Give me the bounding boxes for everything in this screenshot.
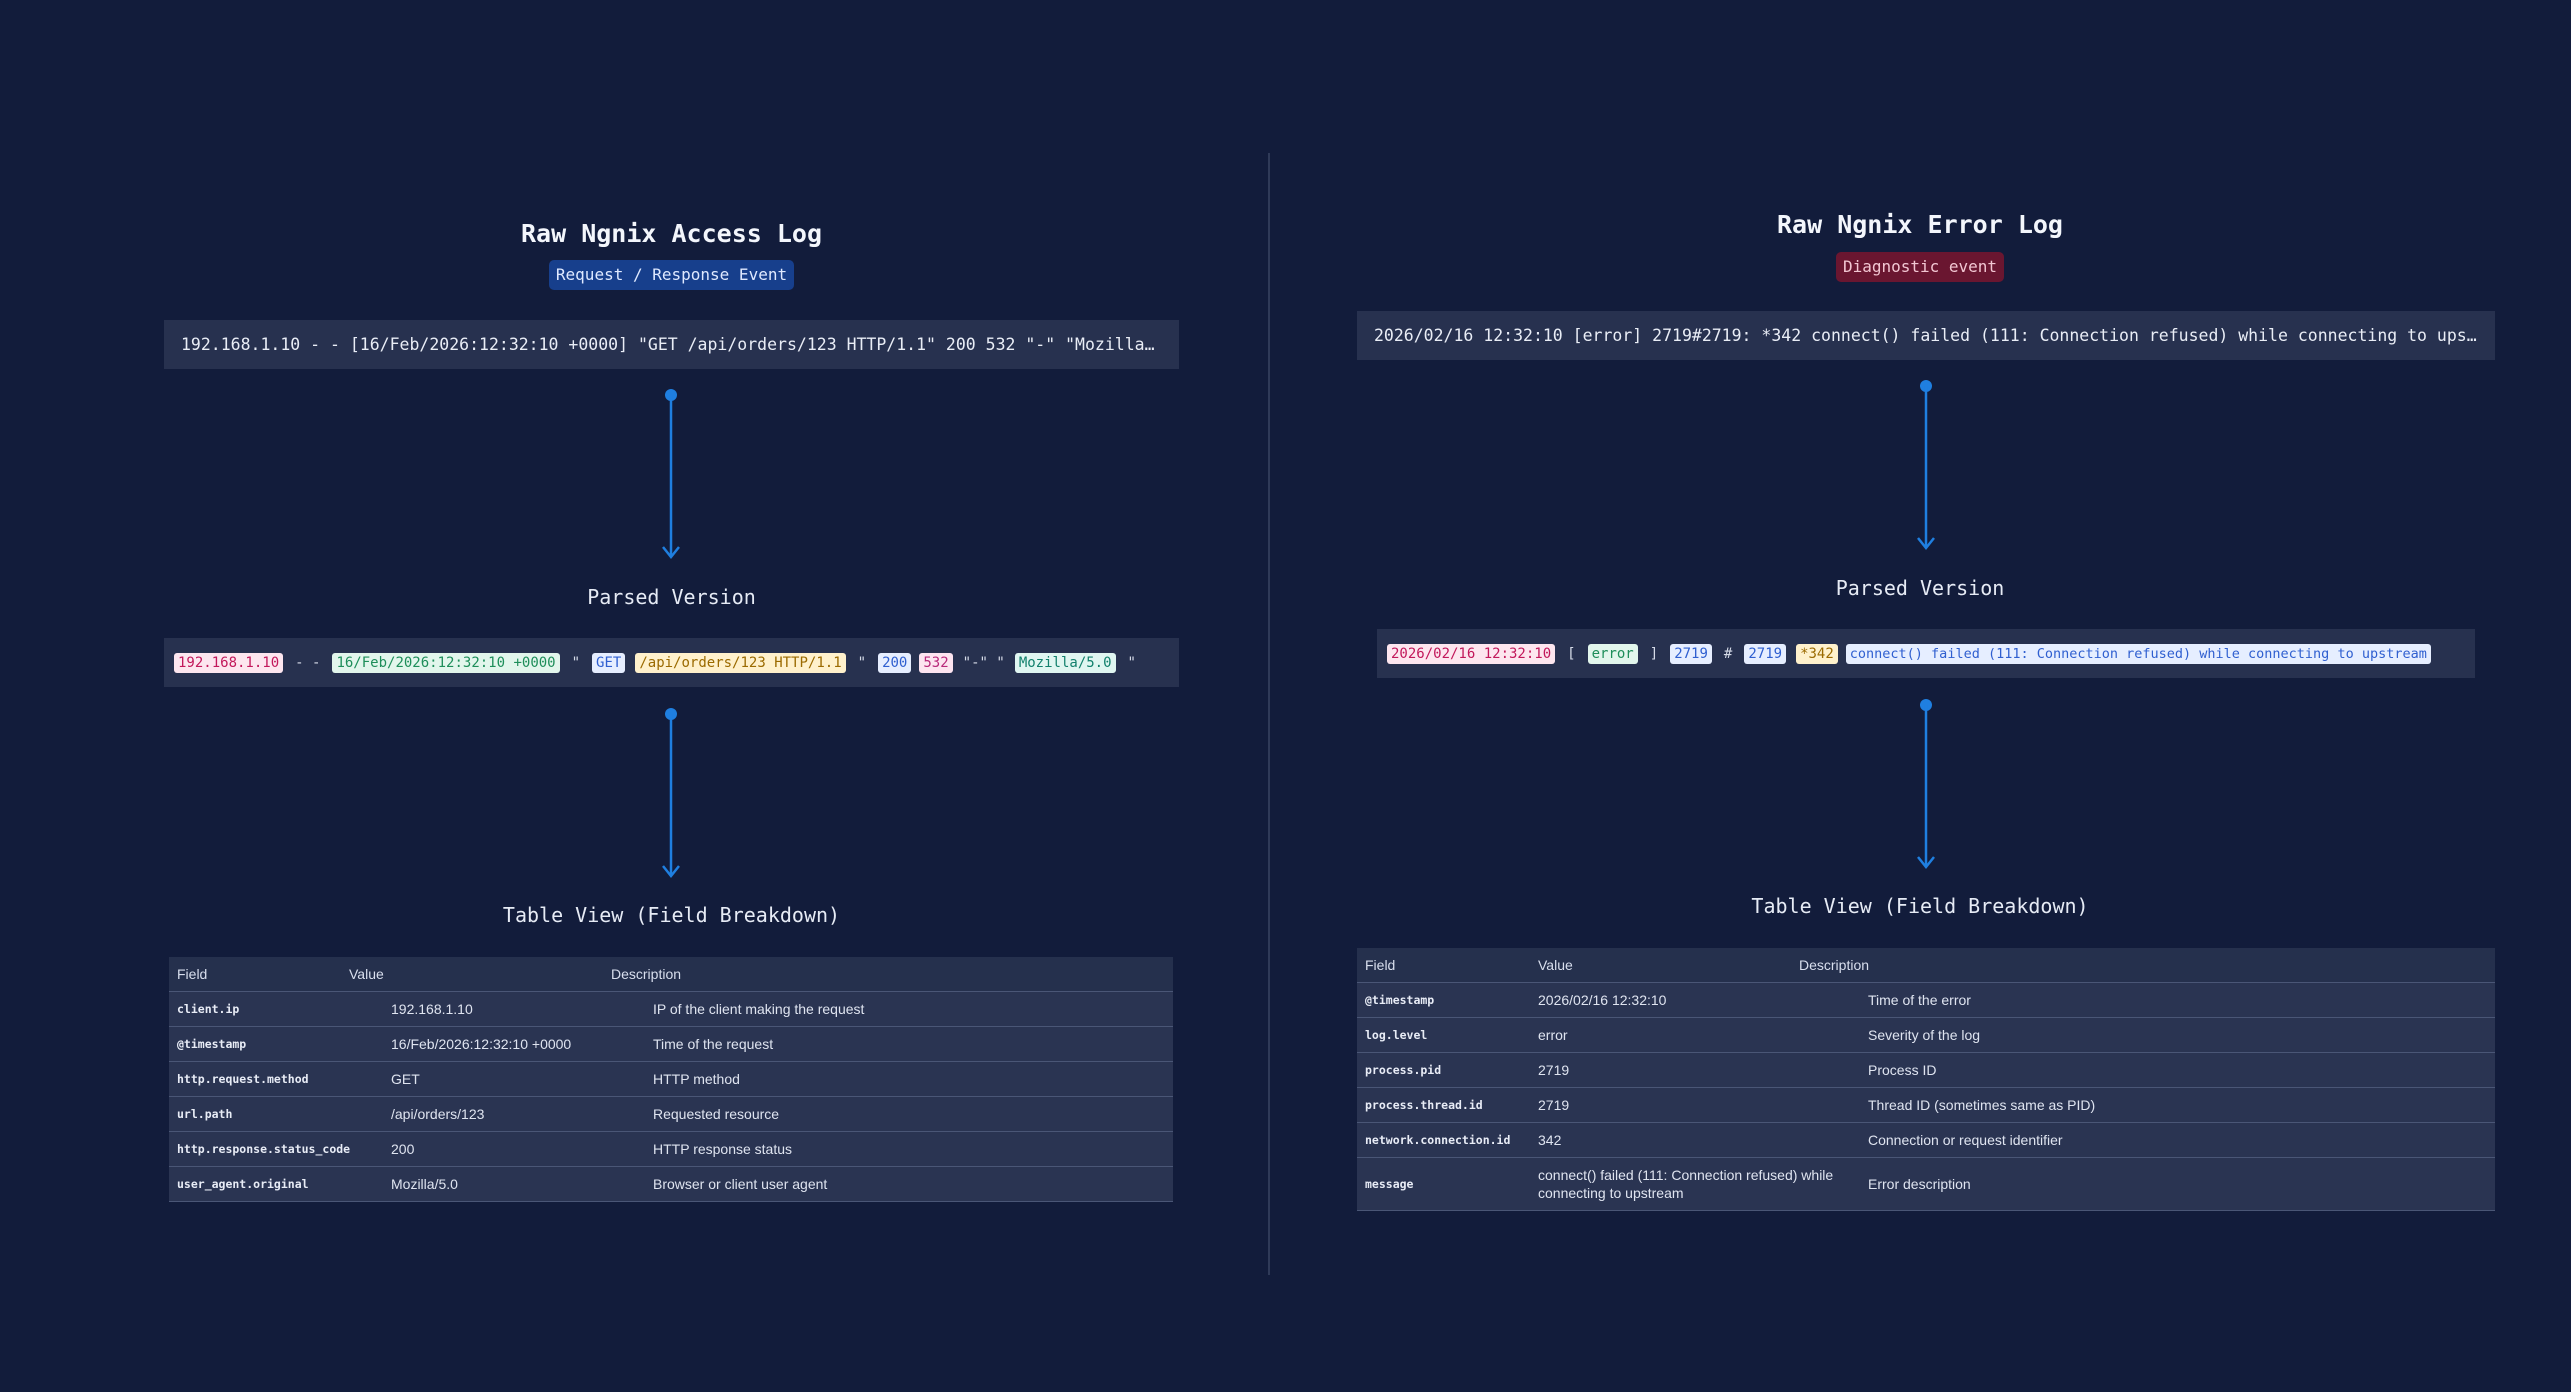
field-value: 16/Feb/2026:12:32:10 +0000 — [391, 1036, 572, 1052]
token-timestamp: 2026/02/16 12:32:10 — [1387, 643, 1556, 664]
field-value: 342 — [1538, 1132, 1562, 1148]
panel-divider — [1268, 153, 1270, 1275]
field-value: 2719 — [1538, 1062, 1570, 1078]
error-parsed-log: 2026/02/16 12:32:10 [ error ] 2719 # 271… — [1377, 629, 2475, 678]
token-pid: 2719 — [1670, 643, 1712, 664]
error-field-table: Field Value Description @timestamp 2026/0… — [1357, 948, 2495, 1211]
access-log-badge: Request / Response Event — [548, 260, 795, 290]
field-value: GET — [391, 1071, 420, 1087]
field-name: network.connection.id — [1365, 1133, 1511, 1147]
field-value: 2719 — [1538, 1097, 1570, 1113]
field-description: Requested resource — [653, 1106, 780, 1122]
field-description: Error description — [1868, 1176, 1971, 1192]
field-name: url.path — [177, 1107, 233, 1121]
field-value: 192.168.1.10 — [391, 1001, 473, 1017]
access-parsed-log: 192.168.1.10 - - 16/Feb/2026:12:32:10 +0… — [164, 638, 1179, 687]
access-arrow-2 — [662, 708, 680, 879]
error-log-badge: Diagnostic event — [1835, 252, 2005, 282]
field-name: http.request.method — [177, 1072, 309, 1086]
table-row: @timestamp 2026/02/16 12:32:10 Time of the… — [1357, 983, 2495, 1018]
table-row: network.connection.id 342 Connection or re… — [1357, 1123, 2495, 1158]
table-header: Field Value Description — [169, 957, 1173, 992]
table-row: http.response.status_code 200 HTTP respons… — [169, 1132, 1173, 1167]
table-row: client.ip 192.168.1.10 IP of the client ma… — [169, 992, 1173, 1027]
field-description: Browser or client user agent — [653, 1176, 828, 1192]
field-value: 200 — [391, 1141, 415, 1157]
token-message: connect() failed (111: Connection refuse… — [1845, 643, 2431, 664]
field-description: HTTP method — [653, 1071, 740, 1087]
field-value: /api/orders/123 — [391, 1106, 485, 1122]
field-description: Time of the error — [1868, 992, 1971, 1008]
token-quote: " — [857, 654, 867, 671]
error-log-panel: Raw Ngnix Error Log Diagnostic event 202… — [1269, 0, 2571, 1392]
token-bracket-open: [ — [1567, 645, 1576, 662]
field-value: Mozilla/5.0 — [391, 1176, 458, 1192]
field-name: @timestamp — [1365, 993, 1435, 1007]
access-arrow-1 — [662, 389, 680, 560]
token-referer: "-" " — [962, 654, 1005, 671]
error-arrow-1 — [1917, 380, 1935, 551]
access-field-table: Field Value Description client.ip 192.168… — [169, 957, 1173, 1202]
access-log-title: Raw Ngnix Access Log — [520, 219, 823, 248]
table-row: http.request.method GET HTTP method — [169, 1062, 1173, 1097]
field-description: Thread ID (sometimes same as PID) — [1868, 1097, 2096, 1113]
token-tid: 2719 — [1744, 643, 1787, 664]
token-quote: " — [1127, 654, 1136, 671]
field-description: Time of the request — [653, 1036, 774, 1052]
access-log-panel: Raw Ngnix Access Log Request / Response … — [0, 0, 1268, 1392]
table-row: process.pid 2719 Process ID — [1357, 1053, 2495, 1088]
token-level: error — [1587, 643, 1638, 664]
table-row: message connect() failed (111: Connection… — [1357, 1158, 2495, 1211]
field-description: Severity of the log — [1868, 1027, 1981, 1043]
field-description: Connection or request identifier — [1868, 1132, 2063, 1148]
access-raw-log: 192.168.1.10 - - [16/Feb/2026:12:32:10 +… — [164, 320, 1179, 369]
token-bracket-close: ] — [1649, 645, 1659, 662]
token-ip: 192.168.1.10 — [174, 652, 284, 673]
error-table-label: Table View (Field Breakdown) — [1751, 894, 2089, 918]
token-status: 200 — [878, 652, 912, 673]
field-name: @timestamp — [177, 1037, 247, 1051]
field-name: http.response.status_code — [177, 1142, 351, 1156]
token-timestamp: 16/Feb/2026:12:32:10 +0000 — [332, 652, 560, 673]
table-header: Field Value Description — [1357, 948, 2495, 983]
field-value: 2026/02/16 12:32:10 — [1538, 992, 1667, 1008]
field-name: message — [1365, 1177, 1414, 1191]
field-description: IP of the client making the request — [653, 1001, 865, 1017]
error-arrow-2 — [1917, 699, 1935, 870]
table-row: @timestamp 16/Feb/2026:12:32:10 +0000 Time… — [169, 1027, 1173, 1062]
field-name: process.thread.id — [1365, 1098, 1483, 1112]
field-name: log.level — [1365, 1028, 1428, 1042]
token-hash: # — [1723, 645, 1733, 662]
field-description: HTTP response status — [653, 1141, 793, 1157]
token-path: /api/orders/123 HTTP/1.1 — [635, 652, 846, 673]
field-name: client.ip — [177, 1002, 240, 1016]
token-method: GET — [592, 652, 626, 673]
access-table-label: Table View (Field Breakdown) — [502, 903, 841, 927]
field-name: user_agent.original — [177, 1177, 309, 1191]
field-description: Process ID — [1868, 1062, 1937, 1078]
error-raw-log: 2026/02/16 12:32:10 [error] 2719#2719: *… — [1357, 311, 2495, 360]
token-user-agent: Mozilla/5.0 — [1014, 652, 1116, 673]
field-value: connect() failed (111: Connection refuse… — [1538, 1167, 1834, 1201]
token-quote: " — [571, 654, 581, 671]
token-connection-id: *342 — [1796, 643, 1838, 664]
token-dashes: - - — [295, 654, 321, 671]
table-row: process.thread.id 2719 Thread ID (sometime… — [1357, 1088, 2495, 1123]
error-log-title: Raw Ngnix Error Log — [1777, 210, 2063, 239]
table-row: url.path/api/orders/123 Requested resourc… — [169, 1097, 1173, 1132]
field-name: process.pid — [1365, 1063, 1442, 1077]
field-value: error — [1538, 1027, 1568, 1043]
table-row: user_agent.original Mozilla/5.0 Browser or… — [169, 1167, 1173, 1202]
access-parsed-label: Parsed Version — [587, 585, 756, 609]
token-bytes: 532 — [919, 652, 953, 673]
table-row: log.level error Severity of the log — [1357, 1018, 2495, 1053]
error-parsed-label: Parsed Version — [1835, 576, 2005, 600]
